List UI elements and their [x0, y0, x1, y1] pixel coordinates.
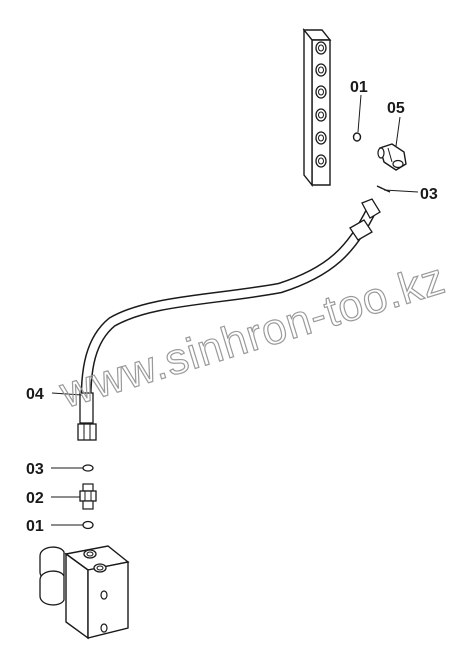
callout-top-o-ring: 01: [350, 79, 368, 96]
top-o-ring: [352, 132, 362, 142]
manifold-block: [302, 28, 332, 187]
bottom-o-ring: [82, 520, 94, 530]
valve-block: [39, 545, 130, 640]
callout-elbow-fitting: 05: [387, 100, 405, 117]
leader-lines: [51, 94, 419, 526]
top-washer: [376, 185, 391, 193]
upper-hose-ferrule: [349, 219, 373, 241]
hose-assembly: [77, 198, 381, 441]
upper-hose-nut: [361, 198, 381, 219]
callout-hose: 04: [26, 386, 44, 403]
watermark: www.sinhron-too.kz: [54, 254, 451, 418]
lower-hose-ferrule: [79, 392, 94, 424]
bottom-washer: [82, 464, 94, 472]
elbow-fitting: [377, 143, 407, 171]
manifold-ports: [315, 41, 327, 168]
lower-hose-nut: [77, 423, 97, 441]
callout-adapter: 02: [26, 490, 44, 507]
adapter-fitting: [79, 483, 97, 510]
callout-bottom-washer: 03: [26, 461, 44, 478]
callout-bottom-o-ring: 01: [26, 518, 44, 535]
callout-top-washer: 03: [420, 186, 438, 203]
